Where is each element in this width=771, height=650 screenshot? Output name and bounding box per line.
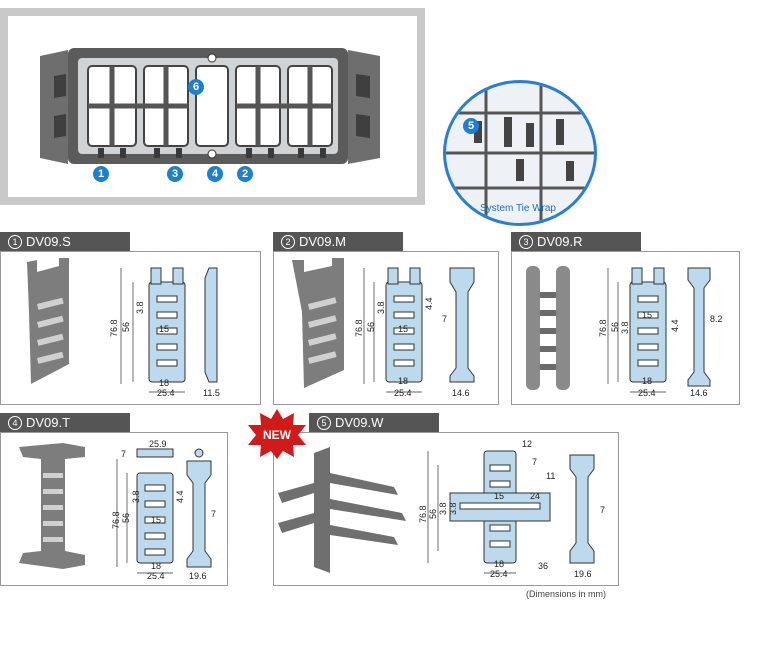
callout-5: 5 xyxy=(463,118,479,134)
dim-width-outer: 25.4 xyxy=(394,388,412,398)
dim-height-total: 76.8 xyxy=(418,505,428,523)
dim-height-inner: 56 xyxy=(610,321,620,332)
dim-w2: 24 xyxy=(530,491,541,501)
dv09-r-drawing xyxy=(526,266,711,393)
dim-pitch: 3.8 xyxy=(131,490,141,503)
dim-height-total: 76.8 xyxy=(109,319,119,337)
dim-slot: 15 xyxy=(398,324,409,334)
dim-side-width: 7 xyxy=(442,314,448,324)
dim-slot: 15 xyxy=(159,324,170,334)
dim-c: 3.8 xyxy=(438,502,448,515)
dim-slot: 15 xyxy=(151,515,162,525)
dim-d: 3.8 xyxy=(448,502,458,515)
dim-side: 14.6 xyxy=(690,388,708,398)
dim-side: 14.6 xyxy=(452,388,470,398)
dim-width-inner: 18 xyxy=(494,559,505,569)
dim-height-inner: 56 xyxy=(121,321,131,332)
dim-height-total: 76.8 xyxy=(111,511,121,529)
dim-width-inner: 18 xyxy=(398,376,409,386)
dim-side: 19.6 xyxy=(574,569,592,579)
callout-3: 3 xyxy=(167,166,183,182)
tie-wrap-label: System Tie Wrap xyxy=(480,203,556,214)
product-name: DV09.R xyxy=(537,234,583,249)
dv09-t-drawing xyxy=(19,443,212,574)
product-name: DV09.T xyxy=(26,415,71,430)
dim-height-total: 76.8 xyxy=(354,319,364,337)
cable-chain-overview-illustration xyxy=(40,48,380,164)
dim-width-inner: 18 xyxy=(159,378,170,388)
dim-pitch: 3.8 xyxy=(376,301,386,314)
dim-side-width: 7 xyxy=(600,505,606,515)
product-name: DV09.M xyxy=(299,234,346,249)
dim-slot: 15 xyxy=(642,310,653,320)
callout-6: 6 xyxy=(188,79,204,95)
dim-side: 11.5 xyxy=(203,388,220,398)
starburst-icon: NEW xyxy=(248,409,306,459)
dim-width-outer: 25.4 xyxy=(157,388,175,398)
dim-top-width: 25.9 xyxy=(149,439,167,449)
dim-slot: 15 xyxy=(494,491,505,501)
dim-pitch: 3.8 xyxy=(135,301,145,314)
tie-wrap-illustration xyxy=(446,83,594,223)
panel-dv09-m: 76.8 56 3.8 4.4 15 7 18 25.4 14.6 xyxy=(273,251,499,405)
panel-dv09-w: 12 7 11 15 24 76.8 56 3.8 3.8 18 25.4 36… xyxy=(273,432,619,586)
dim-height-inner: 56 xyxy=(366,321,376,332)
panel-dv09-r: 76.8 56 3.8 15 4.4 8.2 18 25.4 14.6 xyxy=(511,251,740,405)
overview-image-area xyxy=(8,16,417,197)
panel-dv09-t: 25.9 7 76.8 56 3.8 4.4 15 7 18 25.4 19.6 xyxy=(0,432,228,586)
tie-wrap-detail xyxy=(443,80,597,226)
dim-width-outer: 25.4 xyxy=(490,569,508,579)
dim-side-offset: 36 xyxy=(538,561,549,571)
dim-thickness: 4.4 xyxy=(424,297,434,310)
dv09-s-drawing xyxy=(27,258,218,393)
callout-1: 1 xyxy=(93,166,109,182)
dim-width-outer: 25.4 xyxy=(147,571,165,581)
dim-pitch: 3.8 xyxy=(620,321,630,334)
dim-width-inner: 18 xyxy=(151,561,162,571)
dim-height-inner: 56 xyxy=(428,508,438,519)
dim-a: 7 xyxy=(532,457,538,467)
new-badge: NEW xyxy=(246,409,308,459)
dim-height-total: 76.8 xyxy=(598,319,608,337)
dim-top-height: 7 xyxy=(121,449,127,459)
panel-dv09-s: 76.8 56 3.8 15 18 25.4 11.5 xyxy=(0,251,261,405)
dim-side-width: 8.2 xyxy=(710,314,723,324)
dim-thickness: 4.4 xyxy=(175,490,185,503)
dimensions-note: (Dimensions in mm) xyxy=(526,589,607,599)
callout-4: 4 xyxy=(207,166,223,182)
dim-height-inner: 56 xyxy=(121,512,131,523)
dv09-w-drawing xyxy=(278,447,595,574)
dim-b: 11 xyxy=(546,471,556,481)
dim-width-inner: 18 xyxy=(642,376,653,386)
product-name: DV09.S xyxy=(26,234,71,249)
new-badge-text: NEW xyxy=(263,428,292,442)
dim-thickness: 4.4 xyxy=(670,319,680,332)
product-name: DV09.W xyxy=(335,415,384,430)
dim-width-outer: 25.4 xyxy=(638,388,656,398)
dim-top: 12 xyxy=(522,439,533,449)
dim-side: 19.6 xyxy=(189,571,207,581)
dim-side-width: 7 xyxy=(211,509,217,519)
callout-2: 2 xyxy=(237,166,253,182)
dv09-m-drawing xyxy=(292,258,475,393)
